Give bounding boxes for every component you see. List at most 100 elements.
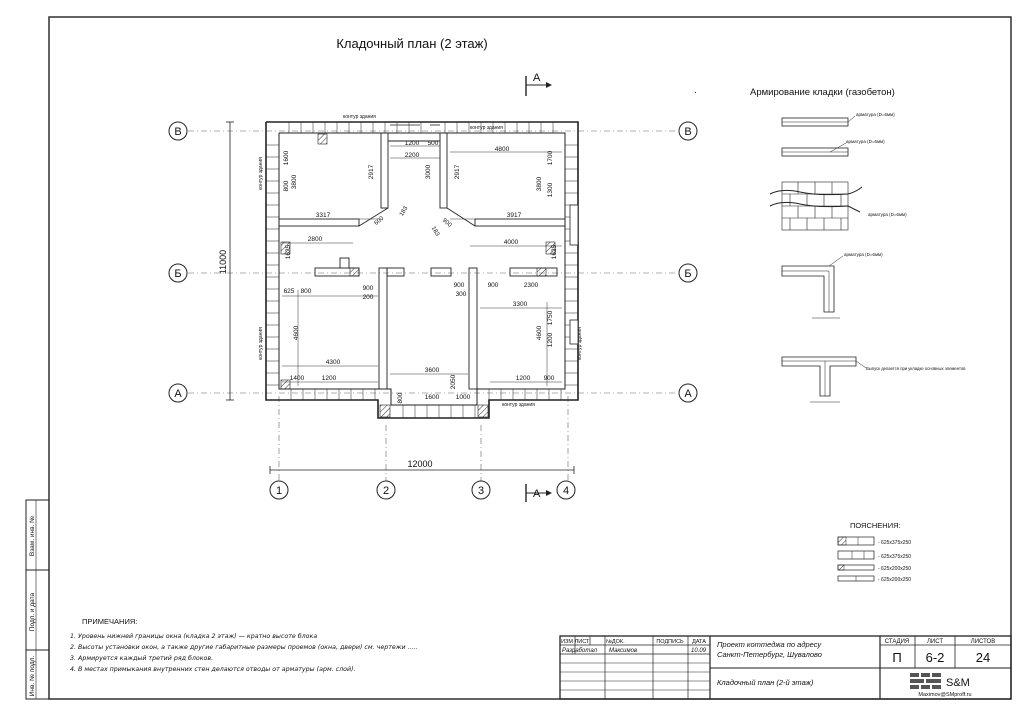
tb-header-date: ДАТА [692, 639, 706, 645]
reinforcement-tee-detail [781, 356, 867, 403]
pillar [379, 404, 391, 418]
svg-text:200: 200 [363, 294, 374, 301]
svg-text:2917: 2917 [454, 164, 461, 179]
svg-text:1400: 1400 [290, 375, 305, 382]
wall-diag-right [446, 207, 476, 227]
wall-corridor-top-r [430, 267, 452, 277]
svg-text:11000: 11000 [218, 250, 228, 274]
svg-text:2200: 2200 [405, 152, 420, 159]
section-label-bottom: А [533, 488, 541, 500]
note-2: 2. Высоты установки окон, а также другие… [70, 643, 418, 651]
svg-text:800: 800 [397, 392, 404, 403]
svg-text:3300: 3300 [513, 301, 528, 308]
svg-text:900: 900 [363, 285, 374, 292]
tb-sheet-title: Кладочный план (2-й этаж) [717, 678, 814, 687]
pillar [317, 133, 328, 145]
wall-corridor-top-l [386, 267, 405, 277]
reinforcement-label-2: арматура (D=6мм) [846, 139, 885, 144]
tb-sheets: 24 [976, 650, 990, 665]
axis-bubble-row-a: А А [168, 383, 698, 403]
tb-company: S&M [946, 677, 970, 689]
floor-plan [265, 121, 579, 419]
tb-header-izm: ИЗМ [561, 639, 573, 645]
section-mark-bottom: А [525, 484, 552, 502]
wall-corridor-left [378, 267, 388, 390]
outer-wall-blocks [266, 122, 578, 418]
svg-text:В: В [174, 126, 181, 138]
section-label-top: А [533, 72, 541, 84]
legend-item-2: - 625х375х250 [837, 550, 911, 560]
svg-text:1300: 1300 [547, 182, 554, 197]
svg-text:Б: Б [684, 268, 691, 280]
svg-text:183: 183 [430, 226, 441, 238]
building-contour [265, 121, 579, 419]
svg-text:3917: 3917 [507, 212, 522, 219]
reinforcement-corner-detail [781, 255, 844, 319]
svg-text:4800: 4800 [495, 146, 510, 153]
svg-text:900: 900 [454, 282, 465, 289]
svg-text:3: 3 [478, 485, 484, 497]
sheet-frame [48, 16, 1012, 700]
pillar [280, 241, 291, 255]
svg-text:300: 300 [456, 291, 467, 298]
wall-diag-left [358, 207, 389, 227]
reinforcement-detail-1 [781, 115, 856, 127]
reinforcement-label-4: арматура (D=6мм) [844, 252, 883, 257]
axis-bubble-col-2: 2 [376, 480, 396, 500]
pillar [545, 241, 556, 255]
pillar [477, 404, 489, 418]
legend-item-1: - 625х375х250 [837, 536, 911, 546]
svg-text:В: В [684, 126, 691, 138]
svg-text:А: А [684, 388, 692, 400]
svg-text:- 625х200х250: - 625х200х250 [878, 577, 911, 583]
svg-text:800: 800 [301, 288, 312, 295]
svg-text:900: 900 [488, 282, 499, 289]
axis-bubble-col-3: 3 [471, 480, 491, 500]
svg-text:1200: 1200 [547, 332, 554, 347]
wall-staircase-left [380, 132, 389, 209]
notes-title: ПРИМЕЧАНИЯ: [82, 617, 137, 626]
outer-wall-inner [278, 132, 566, 406]
svg-text:1600: 1600 [283, 150, 290, 165]
svg-text:1200: 1200 [516, 375, 531, 382]
svg-text:4: 4 [563, 485, 569, 497]
svg-text:800: 800 [283, 180, 290, 191]
side-stamp-3: Инв. № подл. [29, 656, 36, 697]
pillar [339, 257, 350, 269]
svg-text:2050: 2050 [450, 374, 457, 389]
svg-text:600: 600 [374, 215, 386, 226]
legend-item-4: - 625х200х250 [837, 575, 911, 583]
svg-text:3800: 3800 [536, 176, 543, 191]
note-3: 3. Армируется каждый третий ряд блоков. [70, 654, 213, 662]
overall-dimension-height: 11000 [218, 121, 234, 401]
reinforcement-title: Армирование кладки (газобетон) [750, 87, 895, 98]
svg-text:900: 900 [544, 375, 555, 382]
svg-text:2300: 2300 [524, 282, 539, 289]
wall-right-h [474, 218, 566, 227]
tb-header-sign: ПОДПИСЬ [656, 639, 684, 645]
pillar [349, 267, 360, 277]
axis-bubble-col-4: 4 [556, 480, 576, 500]
stray-dot: . [694, 85, 697, 96]
wall-mid-right [509, 267, 558, 277]
svg-text:183: 183 [399, 205, 410, 217]
contour-label-top: контур здания [343, 114, 376, 120]
svg-text:- 625х375х250: - 625х375х250 [878, 540, 911, 546]
svg-text:1600: 1600 [425, 394, 440, 401]
section-mark-top: А [525, 72, 552, 96]
contour-label-mid: контур здания [470, 125, 503, 131]
contour-label-bottom: контур здания [502, 402, 535, 408]
reinforcement-brick-wall [769, 181, 863, 231]
interior-dim-lines [282, 145, 562, 386]
tb-author: Максимов [609, 648, 637, 654]
wall-staircase-right [439, 132, 448, 209]
svg-text:1700: 1700 [547, 150, 554, 165]
svg-text:3800: 3800 [291, 174, 298, 189]
tb-header-list: ЛИСТ [575, 639, 590, 645]
drawing-title: Кладочный план (2 этаж) [336, 36, 487, 51]
overall-dimension-width: 12000 [269, 459, 575, 474]
svg-text:4600: 4600 [293, 325, 300, 340]
wall-left-h [278, 218, 360, 227]
reinforcement-label-3: арматура (D=6мм) [868, 212, 907, 217]
